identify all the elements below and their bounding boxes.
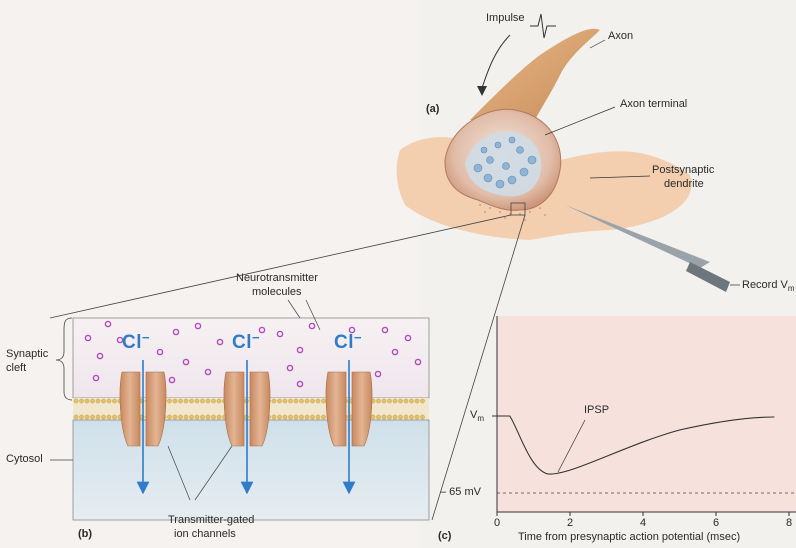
- x-tick-label: 4: [640, 517, 646, 529]
- x-tick-label: 6: [713, 517, 719, 529]
- graph-background: [497, 316, 796, 512]
- x-tick-label: 0: [494, 517, 500, 529]
- synaptic-label-line2: cleft: [6, 362, 26, 375]
- panel-c-ipsp-graph: [492, 316, 796, 516]
- channels-label-line2: ion channels: [174, 528, 236, 541]
- chloride-ion-label-1: Cl−: [122, 330, 150, 354]
- panel-a-letter: (a): [426, 103, 439, 115]
- vm-axis-label: Vm: [470, 409, 484, 425]
- postsynaptic-label-line1: Postsynaptic: [652, 164, 714, 177]
- resting-potential-label: – 65 mV: [440, 486, 481, 499]
- x-tick-label: 2: [567, 517, 573, 529]
- neurotransmitter-label-line2: molecules: [252, 286, 302, 299]
- panel-b-letter: (b): [78, 528, 92, 540]
- neurotransmitter-label-line1: Neurotransmitter: [236, 272, 318, 285]
- x-axis-label: Time from presynaptic action potential (…: [518, 531, 740, 544]
- chloride-ion-label-3: Cl−: [334, 330, 362, 354]
- postsynaptic-label-line2: dendrite: [664, 178, 704, 191]
- axon-label: Axon: [608, 30, 633, 43]
- ipsp-label: IPSP: [584, 404, 609, 417]
- axon-terminal-label: Axon terminal: [620, 98, 687, 111]
- chloride-ion-label-2: Cl−: [232, 330, 260, 354]
- record-vm-label: Record Vm: [742, 279, 795, 295]
- panel-c-letter: (c): [438, 530, 451, 542]
- synaptic-label-line1: Synaptic: [6, 348, 48, 361]
- channels-label-line1: Transmitter-gated: [168, 514, 254, 527]
- impulse-label: Impulse: [486, 12, 525, 25]
- cytosol-label: Cytosol: [6, 453, 43, 466]
- x-tick-label: 8: [786, 517, 792, 529]
